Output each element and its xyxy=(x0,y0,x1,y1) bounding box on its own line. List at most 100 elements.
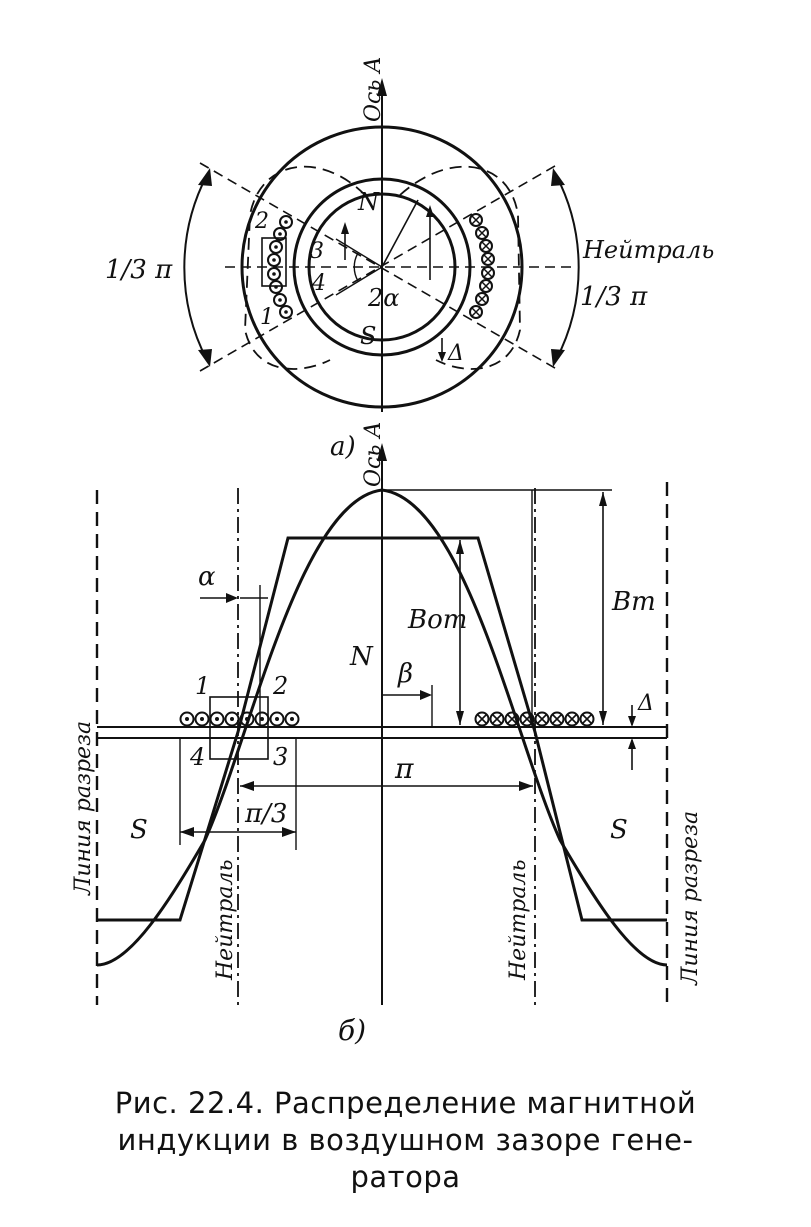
coil-left-dot xyxy=(274,245,278,249)
rotor-diagonal-line xyxy=(381,199,419,268)
pole-s-label-a: S xyxy=(360,322,376,350)
coil-left-b-group xyxy=(179,696,300,760)
coil-num-4-b: 4 xyxy=(189,743,205,771)
angle-label-a: 2α xyxy=(367,284,399,312)
caption-line-3: ратора xyxy=(350,1160,461,1194)
coil-right-conductor xyxy=(481,252,495,266)
coil-num-1-b: 1 xyxy=(195,672,210,700)
coil-left-dot xyxy=(272,272,276,276)
delta-arrow-a-icon xyxy=(438,352,446,362)
coil-left-conductor xyxy=(269,240,283,254)
coil-right-conductor xyxy=(479,279,493,293)
figure-a: Ось A Нейтраль 1/3 π 1/3 π xyxy=(105,57,714,462)
figure-b: Ось A Линия разреза Линия разреза Нейтра… xyxy=(71,422,703,1047)
coil-left-conductor xyxy=(267,253,281,267)
neutral-label-right: Нейтраль xyxy=(506,860,531,981)
angle-line-down xyxy=(335,266,383,296)
bm-label: Bm xyxy=(611,587,656,617)
coil-right-b-conductor xyxy=(534,711,550,727)
coil-right-b-conductor xyxy=(489,711,505,727)
pole-s-right-label: S xyxy=(610,815,628,845)
arc-right-label: 1/3 π xyxy=(580,282,648,312)
pi3-arrow-right-icon xyxy=(282,827,296,837)
coil-left-conductor xyxy=(267,267,281,281)
figure-caption: Рис. 22.4. Распределение магнитной индук… xyxy=(40,1085,771,1196)
coil-right-conductor xyxy=(475,226,489,240)
delta-arrow-bottom-icon xyxy=(628,738,636,749)
angle-arc xyxy=(353,252,359,282)
coil-left-conductor xyxy=(269,280,283,294)
axis-a-arrow-icon xyxy=(377,78,387,96)
sublabel-b: б) xyxy=(338,1014,366,1047)
caption-line-1: Рис. 22.4. Распределение магнитной xyxy=(114,1086,697,1120)
coil-left-b-dot xyxy=(290,717,294,721)
delta-arrow-top-icon xyxy=(628,716,636,727)
coil-left-group xyxy=(261,215,293,319)
coil-right-b-conductor xyxy=(504,711,520,727)
coil-num-2-b: 2 xyxy=(272,672,288,700)
coil-left-b-conductor xyxy=(269,711,285,727)
coil-right-conductor xyxy=(469,213,483,227)
coil-right-b-conductor xyxy=(549,711,565,727)
coil-right-b-conductor xyxy=(474,711,490,727)
coil-num-3-a: 3 xyxy=(310,239,324,264)
pi-label: π xyxy=(394,752,414,785)
coil-left-b-frame xyxy=(209,696,269,760)
rotor-arrow-left-icon xyxy=(341,222,349,234)
coil-left-dot xyxy=(278,298,282,302)
neutral-label-left: Нейтраль xyxy=(213,860,238,981)
arc-right xyxy=(555,174,580,361)
axis-a-arrow-b-icon xyxy=(377,443,387,461)
coil-left-dot xyxy=(278,232,282,236)
alpha-label: α xyxy=(198,562,216,592)
coil-right-conductor xyxy=(469,305,483,319)
coil-right-group xyxy=(469,213,495,319)
arc-right-bottom-arrow-icon xyxy=(551,349,565,367)
cut-line-right-label: Линия разреза xyxy=(678,811,703,986)
pi3-arrow-left-icon xyxy=(180,827,194,837)
coil-left-b-conductor xyxy=(224,711,240,727)
cut-line-left-label: Линия разреза xyxy=(71,721,96,896)
coil-left-dot xyxy=(284,310,288,314)
rotor-arrow-right-icon xyxy=(426,205,434,217)
pi-arrow-left-icon xyxy=(240,781,254,791)
coil-left-conductor xyxy=(273,227,287,241)
coil-left-b-dot xyxy=(200,717,204,721)
arc-left-top-arrow-icon xyxy=(198,168,212,186)
flux-path-left xyxy=(244,165,366,370)
beta-arrow-icon xyxy=(420,690,432,700)
bom-arrow-bottom-icon xyxy=(456,711,464,725)
coil-left-b-conductor xyxy=(194,711,210,727)
coil-right-b-group xyxy=(474,711,595,727)
radial-line-lower-left xyxy=(199,162,561,372)
coil-left-b-conductor xyxy=(284,711,300,727)
bom-label: Bom xyxy=(407,605,467,635)
coil-left-b-dot xyxy=(215,717,219,721)
coil-left-b-dot xyxy=(185,717,189,721)
arc-left-bottom-arrow-icon xyxy=(198,349,212,367)
beta-label: β xyxy=(397,659,413,689)
coil-num-1-a: 1 xyxy=(260,305,274,330)
coil-right-b-conductor xyxy=(579,711,595,727)
neutral-label: Нейтраль xyxy=(582,236,714,264)
arc-right-top-arrow-icon xyxy=(551,168,565,186)
radial-line-upper-left xyxy=(199,162,561,372)
delta-label-a: Δ xyxy=(447,341,464,366)
coil-right-b-conductor xyxy=(564,711,580,727)
coil-left-dot xyxy=(272,258,276,262)
axis-a-label-b: Ось A xyxy=(361,422,386,487)
bm-arrow-bottom-icon xyxy=(599,711,607,725)
pi3-label: π/3 xyxy=(244,799,287,829)
pole-n-label-b: N xyxy=(349,642,374,672)
sublabel-a: а) xyxy=(330,432,356,462)
bm-arrow-top-icon xyxy=(599,492,607,506)
arc-left xyxy=(183,174,208,361)
coil-left-b-conductor xyxy=(179,711,195,727)
coil-left-b-dot xyxy=(275,717,279,721)
coil-right-conductor xyxy=(475,292,489,306)
caption-line-2: индукции в воздушном зазоре гене- xyxy=(117,1123,694,1157)
pi-arrow-right-icon xyxy=(519,781,533,791)
coil-left-frame xyxy=(261,237,287,287)
coil-left-conductor xyxy=(279,305,293,319)
